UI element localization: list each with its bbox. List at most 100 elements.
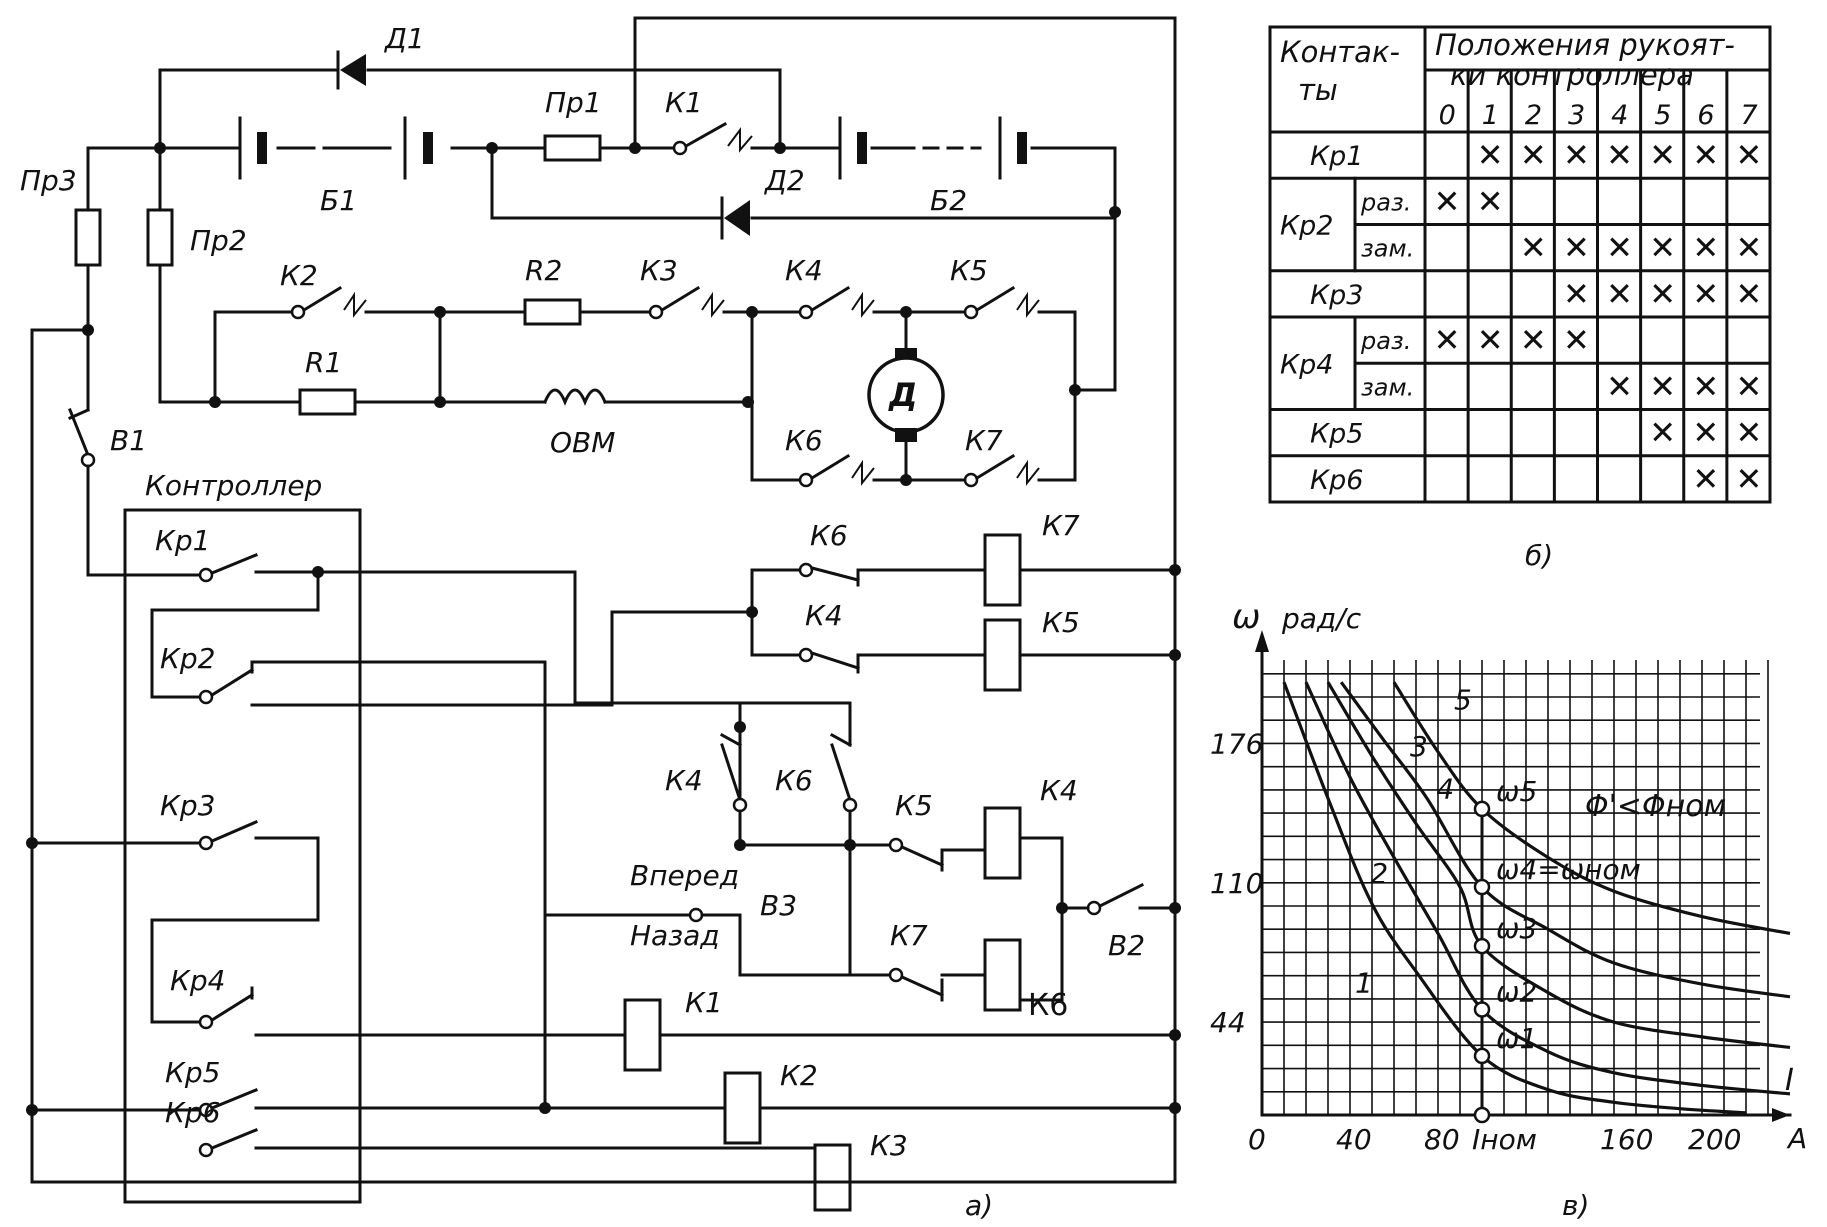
controller-contact-kr1 <box>198 553 258 583</box>
chart-y-symbol: ω <box>1232 597 1260 637</box>
table-position-0: 0 <box>1439 100 1456 131</box>
table-mark-r1-p2: ✕ <box>1520 136 1547 174</box>
label-coil-k6: К6 <box>1028 988 1068 1023</box>
series-line-5 <box>1392 681 1791 936</box>
table-mark-r6-p6: ✕ <box>1692 367 1719 405</box>
interlock-contact-k6 <box>829 732 858 813</box>
table-mark-r4-p5: ✕ <box>1649 275 1676 313</box>
omega-point-4 <box>1473 878 1491 896</box>
contact-k7-power <box>963 453 1040 488</box>
table-mark-r8-p6: ✕ <box>1692 460 1719 498</box>
contact-k6-power <box>798 453 875 488</box>
series-label-5: 5 <box>1454 684 1472 717</box>
label-kr4: Кр4 <box>170 964 225 997</box>
x-tick-inom: Iном <box>1472 1123 1537 1156</box>
table-mark-r1-p4: ✕ <box>1606 136 1633 174</box>
table-header-contacts-1: Контак- <box>1280 35 1400 69</box>
controller-box <box>123 508 362 1204</box>
label-k7-control: К7 <box>890 919 928 952</box>
label-kr6: Кр6 <box>165 1096 220 1129</box>
coil-k2 <box>723 1071 762 1145</box>
x-tick-160: 160 <box>1600 1123 1653 1156</box>
resistor-r1 <box>298 388 357 416</box>
label-d1: Д1 <box>383 22 425 55</box>
chart-annotation: Φ'<Φном <box>1585 789 1726 824</box>
label-k6-interlock: К6 <box>775 764 813 797</box>
label-coil-k4: К4 <box>1040 774 1078 807</box>
circuit-schematic: Д1 Б1 Пр1 К1 Б2 <box>20 16 1181 1222</box>
diode-d1 <box>336 50 366 90</box>
series-label-3: 3 <box>1410 730 1428 763</box>
table-mark-r5-p3: ✕ <box>1563 321 1590 359</box>
omega-label-5: ω5 <box>1496 775 1537 808</box>
table-mark-r6-p5: ✕ <box>1649 367 1676 405</box>
motor-d <box>867 348 945 442</box>
table-position-5: 5 <box>1654 100 1671 131</box>
table-mark-r6-p7: ✕ <box>1735 367 1762 405</box>
label-forward: Вперед <box>630 859 739 892</box>
table-mark-r2-p1: ✕ <box>1477 182 1504 220</box>
contact-table: Контак- ты Положения рукоят- ки контролл… <box>1268 25 1772 504</box>
table-mark-r3-p5: ✕ <box>1649 229 1676 267</box>
table-mark-r7-p7: ✕ <box>1735 414 1762 452</box>
label-kr3: Кр3 <box>160 789 215 822</box>
label-k4-interlock: К4 <box>665 764 703 797</box>
table-contact-4: Кр3 <box>1310 280 1364 311</box>
table-mark-r5-p1: ✕ <box>1477 321 1504 359</box>
y-tick-176: 176 <box>1210 727 1263 760</box>
label-v3: В3 <box>760 889 797 922</box>
table-mark-r5-p2: ✕ <box>1520 321 1547 359</box>
label-r1: R1 <box>305 346 342 379</box>
table-mark-r4-p4: ✕ <box>1606 275 1633 313</box>
label-coil-k7: К7 <box>1042 509 1080 542</box>
control-contact-k4 <box>798 647 860 674</box>
table-sub-2: раз. <box>1360 188 1411 216</box>
table-sub-6: зам. <box>1361 373 1414 401</box>
omega-label-1: ω1 <box>1496 1022 1537 1055</box>
x-tick-80: 80 <box>1424 1123 1460 1156</box>
table-mark-r1-p3: ✕ <box>1563 136 1590 174</box>
label-k3: К3 <box>640 254 678 287</box>
series-line-1 <box>1282 681 1747 1115</box>
table-mark-r6-p4: ✕ <box>1606 367 1633 405</box>
label-k5-power: К5 <box>950 254 988 287</box>
coil-k5 <box>983 618 1022 692</box>
omega-label-4: ω4=ωном <box>1496 853 1641 886</box>
table-mark-r3-p6: ✕ <box>1692 229 1719 267</box>
table-mark-r3-p3: ✕ <box>1563 229 1590 267</box>
table-mark-r1-p5: ✕ <box>1649 136 1676 174</box>
chart-x-unit: А <box>1786 1122 1807 1155</box>
series-label-2: 2 <box>1370 857 1388 890</box>
series-label-1: 1 <box>1355 967 1373 1000</box>
fuse-pr3 <box>74 208 102 267</box>
table-header-positions-1: Положения рукоят- <box>1435 28 1735 62</box>
table-header-contacts-2: ты <box>1298 73 1338 107</box>
table-mark-r5-p0: ✕ <box>1434 321 1461 359</box>
coil-k7 <box>983 533 1022 607</box>
controller-contact-kr5 <box>198 1088 258 1118</box>
switch-v2 <box>1060 882 1177 916</box>
control-contact-k6 <box>798 562 860 587</box>
contact-k1 <box>672 121 842 156</box>
inom-point <box>1473 1106 1491 1124</box>
table-position-6: 6 <box>1697 100 1714 131</box>
controller-contact-kr3 <box>198 820 258 851</box>
table-mark-r1-p1: ✕ <box>1477 136 1504 174</box>
x-tick-40: 40 <box>1336 1123 1372 1156</box>
label-v1: В1 <box>110 424 147 457</box>
series-line-4 <box>1339 681 1791 999</box>
table-mark-r8-p7: ✕ <box>1735 460 1762 498</box>
controller-contact-kr6 <box>198 1128 258 1158</box>
label-k2: К2 <box>280 259 318 292</box>
table-mark-r2-p0: ✕ <box>1434 182 1461 220</box>
chart-y-unit: рад/с <box>1281 602 1362 635</box>
label-b2: Б2 <box>930 184 967 217</box>
fuse-pr2 <box>146 208 174 267</box>
control-contact-k5 <box>888 837 944 872</box>
table-contact-5: Кр4 <box>1280 349 1334 380</box>
table-mark-r1-p6: ✕ <box>1692 136 1719 174</box>
table-sub-3: зам. <box>1361 235 1414 263</box>
label-coil-k2: К2 <box>780 1059 818 1092</box>
